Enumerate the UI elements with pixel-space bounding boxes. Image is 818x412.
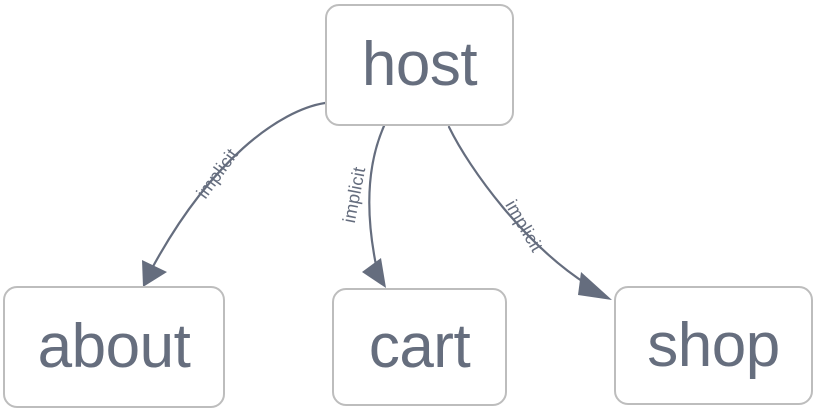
node-host[interactable]: host [325,4,514,126]
edge-host-shop[interactable]: implicit [447,125,612,300]
edge-host-shop-label: implicit [501,196,547,255]
edge-host-cart-path [368,124,386,267]
edge-host-cart[interactable]: implicit [339,124,386,288]
edge-host-shop-path [447,125,590,287]
edge-host-shop-arrowhead [578,272,612,300]
node-shop[interactable]: shop [614,286,813,405]
edge-host-about[interactable]: implicit [142,101,327,287]
edge-host-cart-label: implicit [339,165,369,224]
node-host-label: host [361,30,478,99]
edge-host-about-arrowhead [142,260,167,287]
node-shop-label: shop [647,310,780,380]
node-about[interactable]: about [3,286,225,408]
edge-host-cart-arrowhead [362,258,386,288]
node-cart-label: cart [368,312,471,381]
node-about-label: about [37,312,191,381]
edge-host-about-path [148,101,327,274]
edge-host-about-label: implicit [192,145,241,203]
node-cart[interactable]: cart [332,288,507,406]
